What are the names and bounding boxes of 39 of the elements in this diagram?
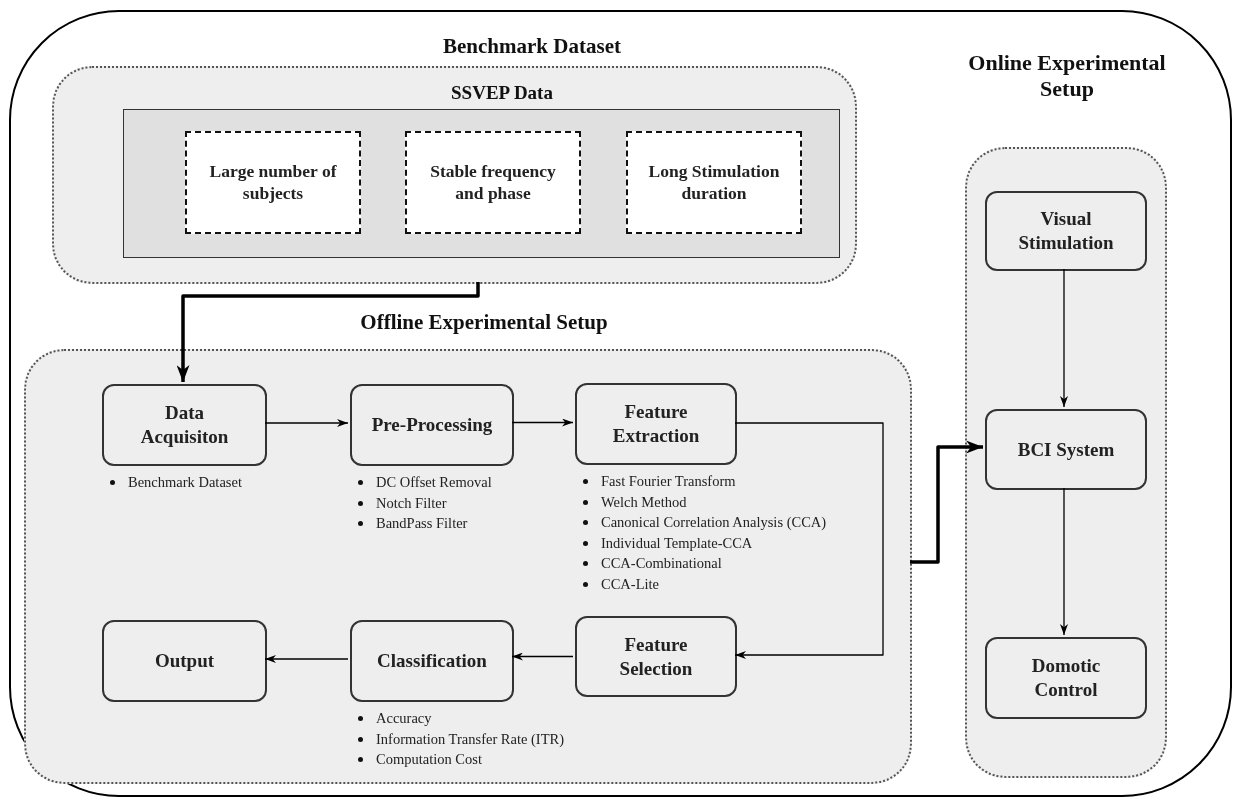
arrow bbox=[511, 652, 574, 661]
dashed-box: Stable frequency and phase bbox=[405, 131, 581, 234]
process-box: Feature Extraction bbox=[575, 383, 737, 465]
process-box: Pre-Processing bbox=[350, 384, 514, 466]
arrow bbox=[264, 419, 349, 427]
bullet-item: CCA-Lite bbox=[601, 575, 659, 592]
arrow bbox=[734, 422, 884, 659]
bullet-item: Welch Method bbox=[601, 493, 687, 510]
process-box: Classification bbox=[350, 620, 514, 702]
process-box: Feature Selection bbox=[575, 616, 737, 697]
bullet-item: Individual Template-CCA bbox=[601, 534, 753, 551]
arrow bbox=[264, 655, 349, 663]
bullet-item: BandPass Filter bbox=[376, 515, 468, 531]
dashed-box: Large number of subjects bbox=[185, 131, 361, 234]
bullet-item: Fast Fourier Transform bbox=[601, 473, 736, 489]
process-box: Domotic Control bbox=[985, 637, 1147, 719]
bullet-item: CCA-Combinational bbox=[601, 555, 722, 571]
bullet-item: Benchmark Dataset bbox=[128, 474, 242, 490]
panel-heading: SSVEP Data bbox=[450, 82, 554, 105]
panel-heading: Online Experimental Setup bbox=[967, 50, 1167, 103]
panel-heading: Offline Experimental Setup bbox=[359, 310, 609, 336]
bullet-item: Computation Cost bbox=[376, 751, 482, 767]
panel-heading: Benchmark Dataset bbox=[442, 34, 622, 60]
dashed-box: Long Stimulation duration bbox=[626, 131, 802, 234]
bullet-item: Notch Filter bbox=[376, 494, 447, 511]
bullet-item: DC Offset Removal bbox=[376, 474, 492, 490]
arrow bbox=[1060, 487, 1068, 636]
bullet-item: Information Transfer Rate (ITR) bbox=[376, 730, 565, 747]
process-box: BCI System bbox=[985, 409, 1147, 490]
outer-frame bbox=[9, 10, 1232, 797]
bullet-item: Canonical Correlation Analysis (CCA) bbox=[601, 514, 827, 530]
arrow bbox=[1060, 268, 1068, 408]
process-box: Output bbox=[102, 620, 267, 702]
bullet-item: Accuracy bbox=[376, 710, 432, 726]
arrow bbox=[511, 418, 574, 427]
arrow bbox=[910, 440, 983, 564]
process-box: Data Acquisiton bbox=[102, 384, 267, 466]
process-box: Visual Stimulation bbox=[985, 191, 1147, 271]
arrow bbox=[176, 282, 480, 382]
